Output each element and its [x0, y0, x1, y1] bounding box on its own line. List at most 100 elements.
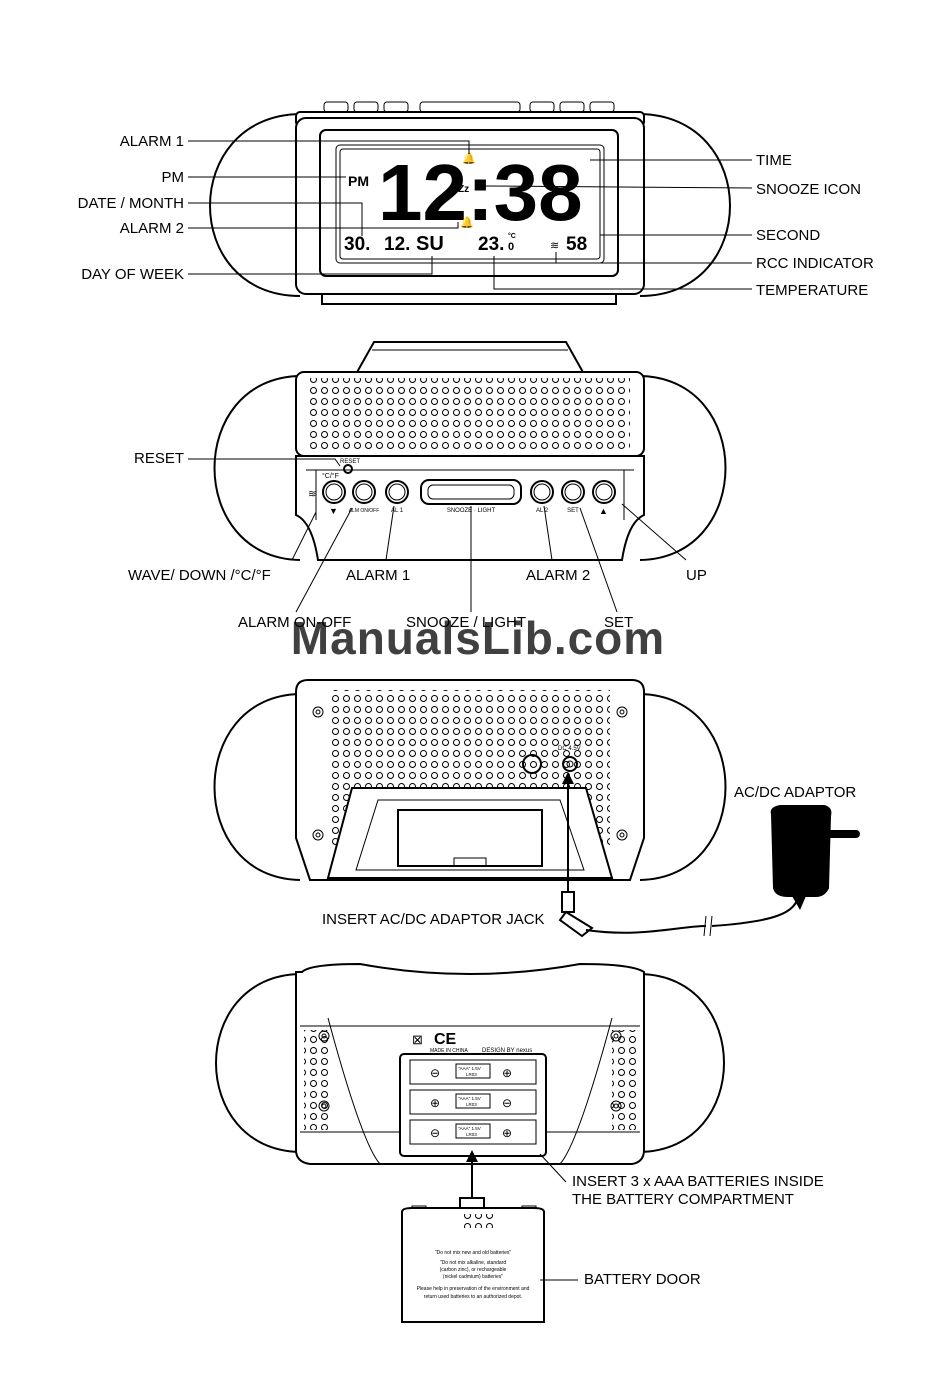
battery-3-plus-icon: ⊕ [502, 1126, 512, 1140]
alarm2-bell-icon: 🔔 [460, 216, 474, 229]
top-buttons [323, 101, 615, 113]
battery-1-plus-icon: ⊕ [502, 1066, 512, 1080]
label-wave-down: WAVE/ DOWN /°C/°F [128, 567, 271, 584]
battery-1-label: "AAA" 1.5V [458, 1066, 481, 1071]
up-button[interactable] [592, 480, 616, 504]
up-arrow-icon: ▲ [599, 506, 608, 516]
battery-1-minus-icon: ⊖ [430, 1066, 440, 1080]
bottom-grille-left [304, 1030, 328, 1130]
ce-mark: CE [434, 1031, 457, 1048]
al1-text: AL 1 [391, 508, 404, 514]
wave-icon: ≋ [308, 489, 316, 500]
right-dome [639, 113, 731, 297]
display-time: 12:38 [378, 148, 583, 237]
design-by-text: DESIGN BY nexus [482, 1048, 532, 1054]
battery-3: ⊖ "AAA" 1.5V LR03 ⊕ [409, 1119, 537, 1145]
label-insert-jack: INSERT AC/DC ADAPTOR JACK [322, 911, 545, 928]
display-snooze: Zz [458, 184, 469, 195]
display-date: 30. [344, 234, 370, 255]
battery-2-type: LR03 [466, 1102, 477, 1107]
set-button[interactable] [561, 480, 585, 504]
front-view: 12:38 PM Zz 🔔 🔔 30. 12. SU 23. 0 °C ≋ 58… [78, 101, 874, 305]
watermark: ManualsLib.com [291, 612, 665, 664]
battery-3-label: "AAA" 1.5V [458, 1126, 481, 1131]
cf-text: °C/°F [322, 472, 339, 480]
alarm2-button[interactable] [530, 480, 554, 504]
door-text-4: (nickel cadmium) batteries" [443, 1274, 503, 1280]
alarm-onoff-button[interactable] [352, 480, 376, 504]
lcd-screen [335, 144, 605, 264]
label-insert-batteries-2: THE BATTERY COMPARTMENT [572, 1191, 794, 1208]
label-time: TIME [756, 152, 792, 169]
door-grip [460, 1214, 494, 1228]
label-snooze-light: SNOOZE / LIGHT [406, 614, 526, 631]
display-day: SU [416, 233, 444, 255]
door-text-6: return used batteries to an authorized d… [424, 1294, 522, 1300]
battery-2-minus-icon: ⊖ [502, 1096, 512, 1110]
alarm1-button[interactable] [385, 480, 409, 504]
battery-2-label: "AAA" 1.5V [458, 1096, 481, 1101]
battery-2-plus-icon: ⊕ [430, 1096, 440, 1110]
display-temperature: 23. [478, 234, 504, 255]
back-view: DC 4.5V AC/DC ADAPTOR INSERT AC/DC ADAPT… [213, 679, 860, 938]
label-pm: PM [162, 169, 185, 186]
recycle-bin-icon: ⊠ [412, 1032, 423, 1047]
battery-3-type: LR03 [466, 1132, 477, 1137]
label-battery-door: BATTERY DOOR [584, 1271, 701, 1288]
adaptor-body-icon [770, 805, 832, 897]
label-set: SET [604, 614, 633, 631]
label-alarm2-btn: ALARM 2 [526, 567, 590, 584]
battery-1-type: LR03 [466, 1072, 477, 1077]
rcc-wave-icon: ≋ [550, 240, 559, 252]
display-temp-unit: °C [508, 232, 516, 240]
label-alarm2: ALARM 2 [120, 220, 184, 237]
dc-jack[interactable] [562, 756, 578, 772]
door-text-5: Please help in preservation of the envir… [417, 1286, 530, 1292]
battery-3-minus-icon: ⊖ [430, 1126, 440, 1140]
label-second: SECOND [756, 227, 820, 244]
label-reset: RESET [134, 450, 184, 467]
label-alarm1-btn: ALARM 1 [346, 567, 410, 584]
label-alarm1: ALARM 1 [120, 133, 184, 150]
back-knob [522, 754, 542, 774]
bottom-right-dome [639, 973, 725, 1153]
dc-jack-text: DC 4.5V [558, 746, 581, 752]
label-date-month: DATE / MONTH [78, 195, 184, 212]
bottom-left-dome [215, 973, 301, 1153]
label-temperature: TEMPERATURE [756, 282, 868, 299]
display-temp-decimal: 0 [508, 241, 514, 253]
top-right-dome [639, 375, 727, 561]
display-second: 58 [566, 234, 587, 255]
door-text-3: (carbon zinc), or rechargeable [440, 1267, 507, 1273]
bottom-grille-right [612, 1030, 636, 1130]
battery-2: ⊕ "AAA" 1.5V LR03 ⊖ [409, 1089, 537, 1115]
reset-button-text: RESET [340, 459, 360, 465]
label-insert-batteries-1: INSERT 3 x AAA BATTERIES INSIDE [572, 1173, 824, 1190]
battery-door [401, 1207, 545, 1323]
label-up: UP [686, 567, 707, 584]
set-text: SET [567, 508, 579, 514]
label-snooze-icon: SNOOZE ICON [756, 181, 861, 198]
front-stand [321, 293, 617, 305]
al2-text: AL 2 [536, 508, 549, 514]
reset-button[interactable] [343, 464, 353, 474]
jack-plug-head [558, 910, 594, 938]
top-stand [354, 341, 586, 375]
display-pm: PM [348, 173, 369, 189]
top-view: RESET °C/°F ▼ ≋ ALM ON/OFF AL 1 SNOOZE ·… [128, 341, 727, 664]
door-text-2: "Do not mix alkaline, standard [440, 1260, 506, 1266]
made-in-text: MADE IN CHINA [430, 1048, 468, 1054]
wave-down-button[interactable] [322, 480, 346, 504]
door-text-1: "Do not mix new and old batteries" [435, 1250, 512, 1256]
label-day-of-week: DAY OF WEEK [81, 266, 184, 283]
label-adaptor: AC/DC ADAPTOR [734, 784, 856, 801]
back-left-dome [213, 693, 301, 881]
label-rcc-indicator: RCC INDICATOR [756, 255, 874, 272]
snooze-light-button[interactable] [420, 479, 522, 505]
down-arrow-icon: ▼ [329, 506, 338, 516]
bottom-view: ⊠ CE MADE IN CHINA DESIGN BY nexus ⊖ "AA… [215, 962, 824, 1323]
alm-onoff-text: ALM ON/OFF [349, 508, 380, 514]
stand-foot [397, 809, 543, 867]
top-left-dome [213, 375, 301, 561]
